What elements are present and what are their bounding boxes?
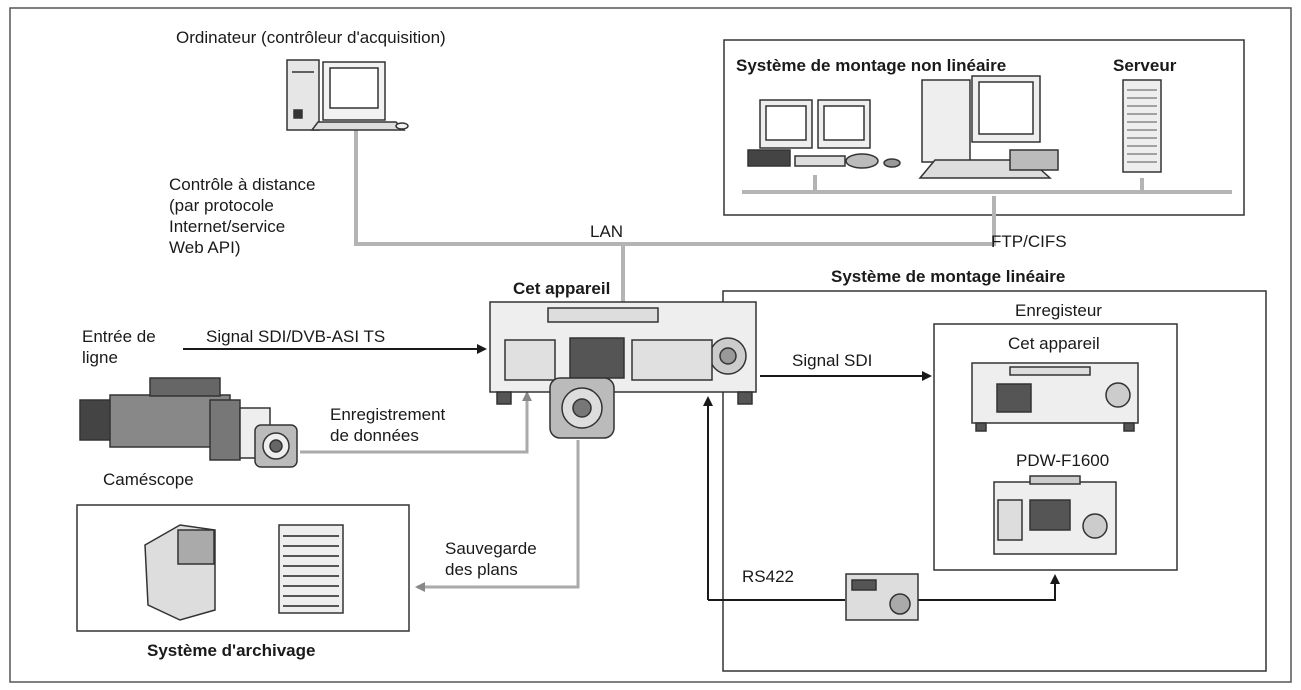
archive-box bbox=[76, 504, 410, 632]
line-input-label: Entrée de ligne bbox=[82, 327, 156, 367]
archive-machine-icon bbox=[144, 524, 216, 621]
nle-editor-icon bbox=[918, 75, 1059, 179]
recorder-unit-icon bbox=[971, 362, 1139, 432]
nle-system-title: Système de montage non linéaire bbox=[736, 56, 1007, 75]
backup-line bbox=[415, 440, 580, 592]
lan-network bbox=[354, 130, 1232, 302]
archive-library-icon bbox=[278, 524, 344, 614]
remote-controller-icon bbox=[845, 573, 919, 621]
rs422-label: RS422 bbox=[742, 567, 794, 586]
nle-workstation-icon bbox=[747, 99, 901, 169]
rs422-to-recorder bbox=[918, 574, 1060, 601]
data-recording-label: Enregistrement de données bbox=[330, 405, 446, 445]
recorder-unit-label: Cet appareil bbox=[1008, 334, 1100, 353]
camcorder-icon bbox=[79, 377, 298, 468]
camcorder-label: Caméscope bbox=[103, 470, 194, 489]
computer-icon bbox=[286, 59, 409, 131]
pdw-unit-icon bbox=[993, 475, 1117, 555]
sdi-signal-label: Signal SDI bbox=[792, 351, 873, 370]
recorder-label: Enregisteur bbox=[1015, 301, 1102, 320]
main-unit-icon bbox=[489, 301, 757, 439]
data-recording-line bbox=[300, 391, 532, 454]
linear-system-title: Système de montage linéaire bbox=[831, 267, 1066, 286]
lan-label: LAN bbox=[590, 222, 624, 241]
ftp-label: FTP/CIFS bbox=[991, 232, 1067, 251]
this-unit-label: Cet appareil bbox=[513, 279, 611, 298]
nle-box bbox=[723, 39, 1245, 216]
computer-label: Ordinateur (contrôleur d'acquisition) bbox=[176, 28, 446, 47]
recorder-box bbox=[933, 323, 1178, 571]
pdw-label: PDW-F1600 bbox=[1016, 451, 1110, 470]
archive-system-title: Système d'archivage bbox=[147, 641, 316, 660]
remote-control-label: Contrôle à distance (par protocole Inter… bbox=[169, 175, 316, 257]
linear-box bbox=[722, 290, 1267, 672]
sdi-dvb-label: Signal SDI/DVB-ASI TS bbox=[206, 327, 386, 346]
server-label: Serveur bbox=[1113, 56, 1177, 75]
server-icon bbox=[1122, 79, 1162, 173]
outer-frame bbox=[9, 7, 1292, 683]
backup-label: Sauvegarde des plans bbox=[445, 539, 537, 579]
